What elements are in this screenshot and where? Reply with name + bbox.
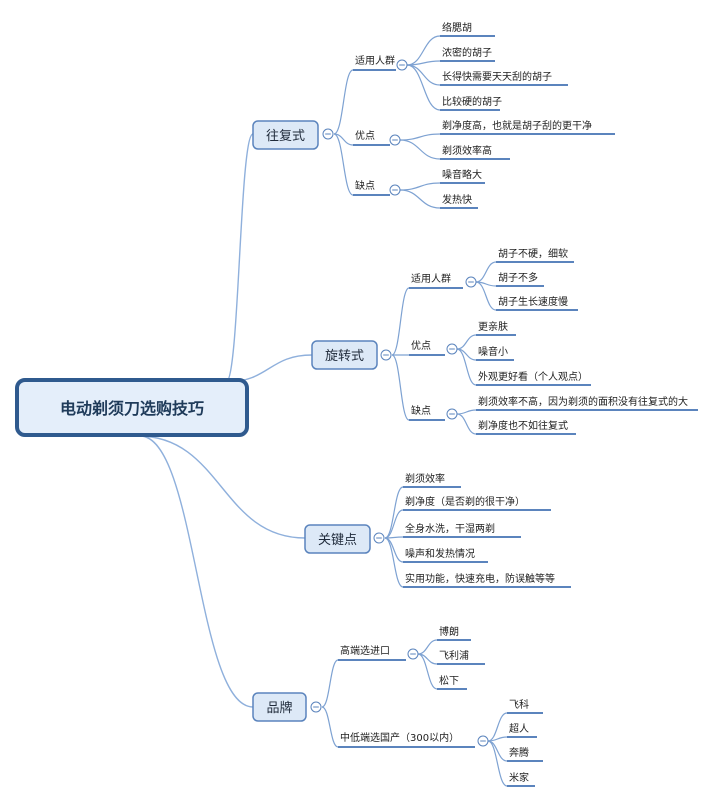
leaf-node: 实用功能，快速充电，防误触等等 xyxy=(405,572,555,585)
branch-key-points[interactable]: 关键点 xyxy=(304,524,371,554)
leaf-node: 超人 xyxy=(509,722,529,735)
connector-line xyxy=(399,139,441,160)
leaf-node: 松下 xyxy=(439,674,459,687)
leaf-node: 全身水洗，干湿两剃 xyxy=(405,522,495,535)
connector-line xyxy=(225,354,313,383)
leaf-node: 米家 xyxy=(509,771,529,784)
connector-line xyxy=(333,69,354,135)
connector-line xyxy=(456,413,477,435)
root-title: 电动剃须刀选购技巧 xyxy=(60,399,204,418)
group-collapse-toggle[interactable] xyxy=(465,276,477,288)
connector-line xyxy=(487,740,508,762)
leaf-node: 剃须效率高 xyxy=(442,144,492,157)
nodes: 电动剃须刀选购技巧往复式适用人群络腮胡浓密的胡子长得快需要天天刮的胡子比较硬的胡… xyxy=(15,21,698,787)
branch-reciprocating-collapse-toggle[interactable] xyxy=(322,128,334,140)
connector-lines xyxy=(137,35,508,787)
connector-line xyxy=(384,537,404,563)
leaf-node: 飞利浦 xyxy=(439,649,469,662)
leaf-node: 更亲肤 xyxy=(478,320,508,333)
connector-line xyxy=(487,712,508,742)
leaf-node: 外观更好看（个人观点） xyxy=(478,370,588,383)
connector-line xyxy=(406,64,441,86)
connector-line xyxy=(384,486,404,539)
connector-line xyxy=(406,64,441,111)
root-node[interactable]: 电动剃须刀选购技巧 xyxy=(15,378,249,437)
branch-rotary[interactable]: 旋转式 xyxy=(311,340,378,370)
connector-line xyxy=(333,133,354,146)
connector-line xyxy=(399,133,441,141)
connector-line xyxy=(406,60,441,66)
connector-line xyxy=(399,182,441,191)
branch-key-points-collapse-toggle[interactable] xyxy=(373,532,385,544)
group-label-1: 中低端选国产（300以内） xyxy=(340,731,459,744)
group-collapse-toggle[interactable] xyxy=(396,59,408,71)
branch-reciprocating[interactable]: 往复式 xyxy=(252,120,319,150)
group-collapse-toggle[interactable] xyxy=(446,408,458,420)
leaf-node: 剃须效率不高，因为剃须的面积没有往复式的大 xyxy=(478,395,688,408)
connector-line xyxy=(391,287,410,356)
connector-line xyxy=(487,740,508,787)
branch-brand-collapse-toggle[interactable] xyxy=(310,701,322,713)
leaf-node: 博朗 xyxy=(439,625,459,638)
group-label-1: 优点 xyxy=(411,339,431,352)
connector-line xyxy=(456,409,477,415)
branch-label: 往复式 xyxy=(266,129,305,144)
leaf-node: 奔腾 xyxy=(509,746,529,759)
connector-line xyxy=(487,736,508,742)
group-label-2: 缺点 xyxy=(355,179,375,192)
connector-line xyxy=(139,435,254,708)
group-collapse-toggle[interactable] xyxy=(389,184,401,196)
group-collapse-toggle[interactable] xyxy=(477,735,489,747)
group-collapse-toggle[interactable] xyxy=(446,343,458,355)
group-label-2: 缺点 xyxy=(411,404,431,417)
leaf-node: 剃净度也不如往复式 xyxy=(478,419,568,432)
connector-line xyxy=(475,281,497,311)
connector-line xyxy=(321,659,339,708)
branch-rotary-collapse-toggle[interactable] xyxy=(380,349,392,361)
connector-line xyxy=(333,133,354,196)
group-collapse-toggle[interactable] xyxy=(407,648,419,660)
connector-line xyxy=(321,706,339,748)
connector-line xyxy=(456,348,477,386)
leaf-node: 发热快 xyxy=(442,193,472,206)
group-collapse-toggle[interactable] xyxy=(389,134,401,146)
leaf-node: 噪声和发热情况 xyxy=(405,547,475,560)
connector-line xyxy=(391,354,410,421)
connector-line xyxy=(417,653,438,690)
branch-label: 品牌 xyxy=(266,700,292,716)
leaf-node: 络腮胡 xyxy=(442,21,472,34)
group-label-0: 适用人群 xyxy=(355,54,395,67)
leaf-node: 剃净度高，也就是胡子刮的更干净 xyxy=(442,119,592,132)
branch-label: 旋转式 xyxy=(325,349,364,364)
leaf-node: 噪音小 xyxy=(478,345,508,358)
connector-line xyxy=(384,509,404,539)
connector-line xyxy=(417,639,438,655)
leaf-node: 剃须效率 xyxy=(405,472,445,485)
group-label-0: 适用人群 xyxy=(411,272,451,285)
leaf-node: 飞科 xyxy=(509,698,529,711)
leaf-node: 胡子生长速度慢 xyxy=(498,295,568,308)
group-label-0: 高端选进口 xyxy=(340,644,390,657)
leaf-node: 比较硬的胡子 xyxy=(442,95,502,108)
connector-line xyxy=(137,435,306,539)
connector-line xyxy=(406,35,441,66)
branch-brand[interactable]: 品牌 xyxy=(252,692,307,722)
group-label-1: 优点 xyxy=(355,129,375,142)
branch-label: 关键点 xyxy=(318,533,357,548)
connector-line xyxy=(456,334,477,350)
leaf-node: 长得快需要天天刮的胡子 xyxy=(442,70,552,83)
leaf-node: 胡子不硬，细软 xyxy=(498,247,568,260)
leaf-node: 噪音略大 xyxy=(442,168,482,181)
connector-line xyxy=(384,537,404,588)
leaf-node: 胡子不多 xyxy=(498,271,538,284)
leaf-node: 剃净度（是否剃的很干净） xyxy=(405,495,525,508)
leaf-node: 浓密的胡子 xyxy=(442,46,492,59)
connector-line xyxy=(475,261,497,283)
connector-line xyxy=(399,189,441,209)
connector-line xyxy=(225,133,254,383)
